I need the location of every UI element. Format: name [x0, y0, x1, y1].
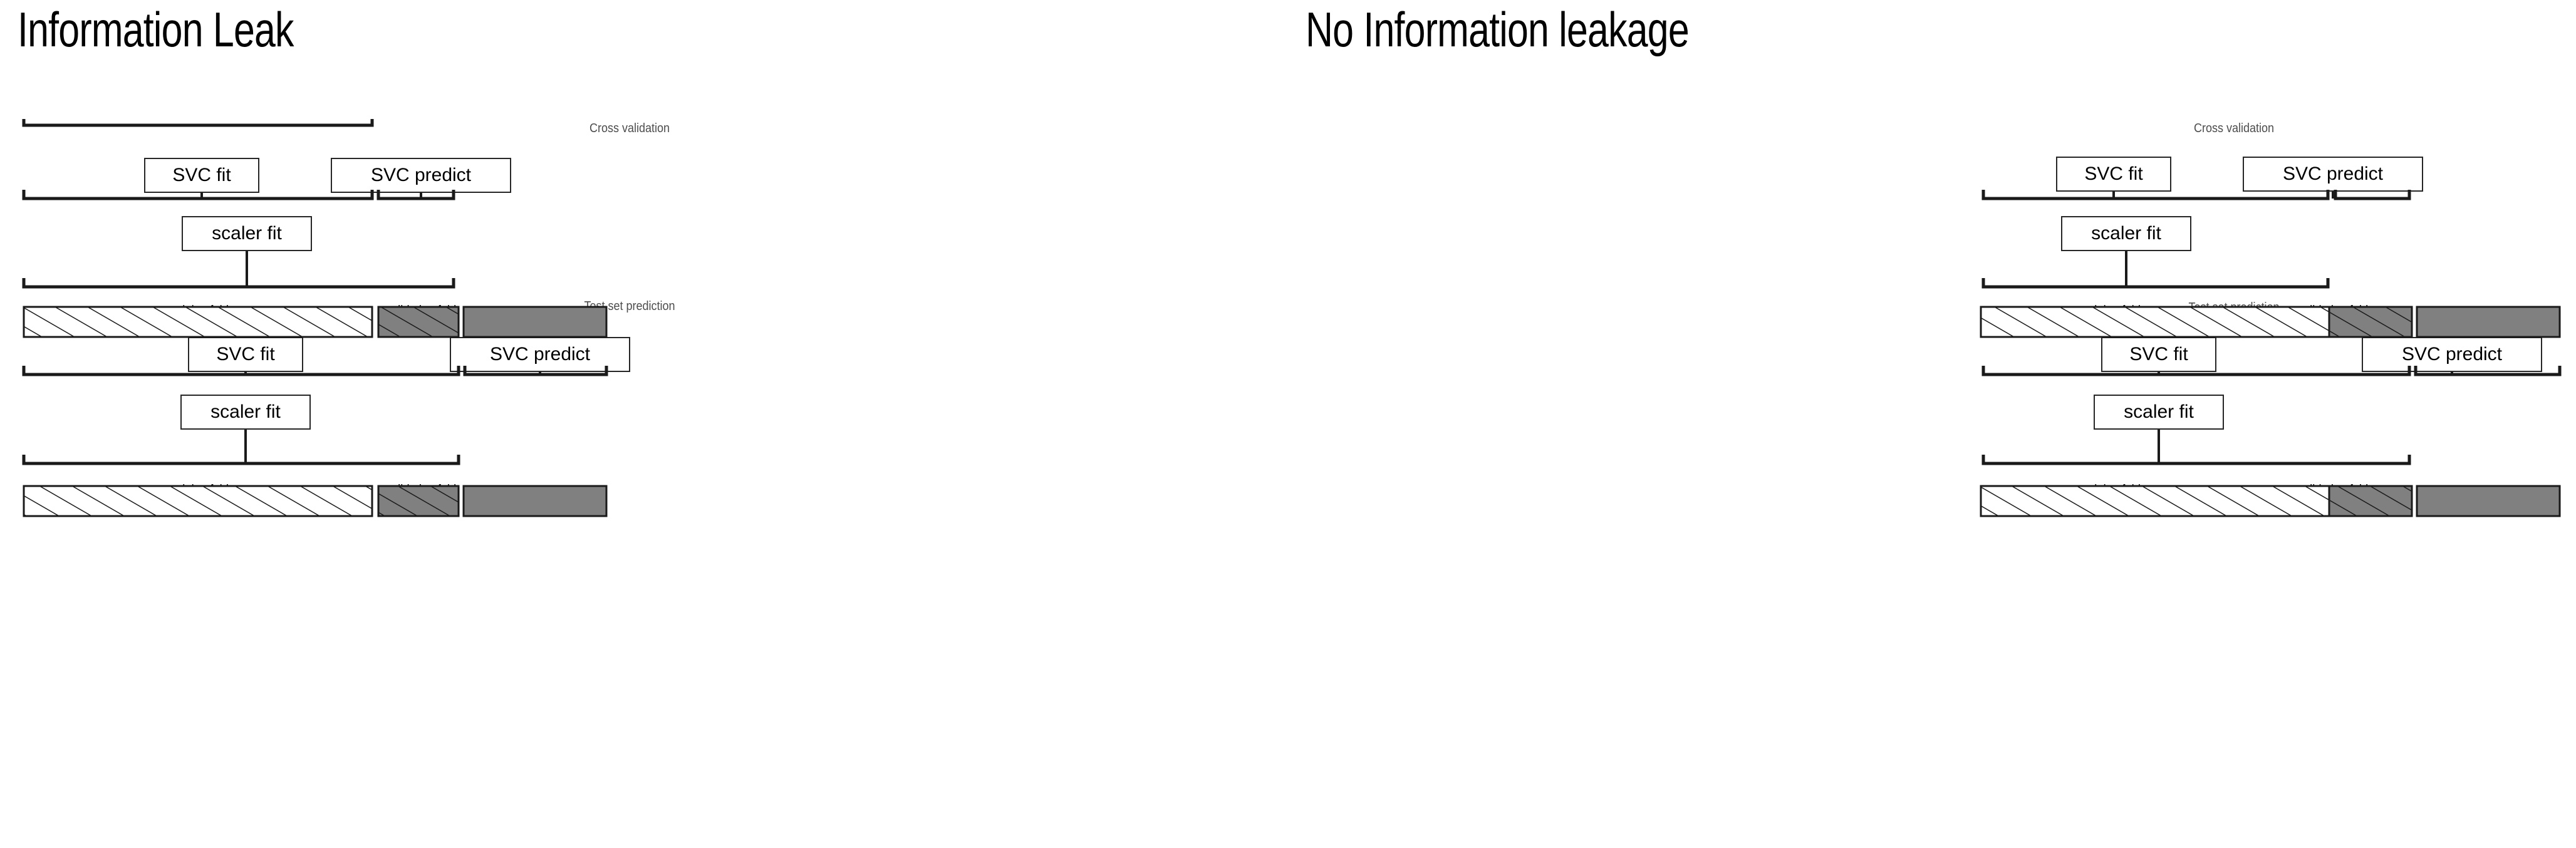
bracket-scaler-fit-tsp	[22, 455, 460, 465]
bar-label-training-folds-cv: training folds	[2080, 304, 2147, 318]
panel-no-information-leakage: No Information leakage Cross validation …	[1288, 0, 2576, 848]
bar-label-test-set-cv: test set	[521, 304, 559, 318]
section-label-test-set-prediction: Test set prediction	[2188, 301, 2280, 314]
box-scaler-fit-cv: scaler fit	[182, 216, 312, 251]
bracket-scaler-fit-cv	[22, 278, 455, 289]
panel-information-leak: Information Leak Cross validation SVC fi…	[18, 2, 675, 517]
box-scaler-fit-cv: scaler fit	[2061, 216, 2191, 251]
box-scaler-fit-tsp: scaler fit	[180, 395, 311, 430]
bar-label-validation-fold-cv: validation fold	[385, 304, 457, 318]
box-scaler-fit-tsp: scaler fit	[2094, 395, 2224, 430]
panel-right-graphics	[1980, 190, 2562, 517]
bar-label-validation-fold-tsp: validation fold	[385, 483, 457, 497]
box-svc-fit-tsp: SVC fit	[188, 337, 303, 372]
box-svc-predict-tsp: SVC predict	[2362, 337, 2542, 372]
box-svc-predict-cv: SVC predict	[331, 158, 511, 193]
section-label-cross-validation: Cross validation	[589, 122, 670, 135]
panel-title: No Information leakage	[1306, 2, 1690, 57]
section-label-test-set-prediction: Test set prediction	[584, 299, 675, 313]
bracket-scaler-fit-tsp	[1981, 455, 2411, 465]
panel-title: Information Leak	[18, 2, 294, 57]
bar-label-training-folds-cv: training folds	[169, 304, 235, 318]
bar-label-training-folds-tsp: training folds	[169, 483, 235, 497]
box-svc-fit-cv: SVC fit	[144, 158, 259, 193]
section-label-cross-validation: Cross validation	[2193, 122, 2275, 135]
bar-label-test-set-cv: test set	[2433, 304, 2471, 318]
box-svc-predict-tsp: SVC predict	[450, 337, 630, 372]
box-svc-fit-tsp: SVC fit	[2101, 337, 2216, 372]
bar-label-validation-fold-tsp: validation fold	[2297, 483, 2369, 497]
box-svc-predict-cv: SVC predict	[2243, 157, 2423, 192]
bar-training-folds-tsp	[1980, 485, 2330, 517]
bar-label-test-set-tsp: test set	[2433, 483, 2471, 497]
bracket-scaler-fit-cv	[1981, 278, 2330, 289]
bar-label-validation-fold-cv: validation fold	[2297, 304, 2369, 318]
bar-label-training-folds-tsp: training folds	[2080, 483, 2147, 497]
box-svc-fit-cv: SVC fit	[2056, 157, 2171, 192]
bar-label-test-set-tsp: test set	[521, 483, 559, 497]
